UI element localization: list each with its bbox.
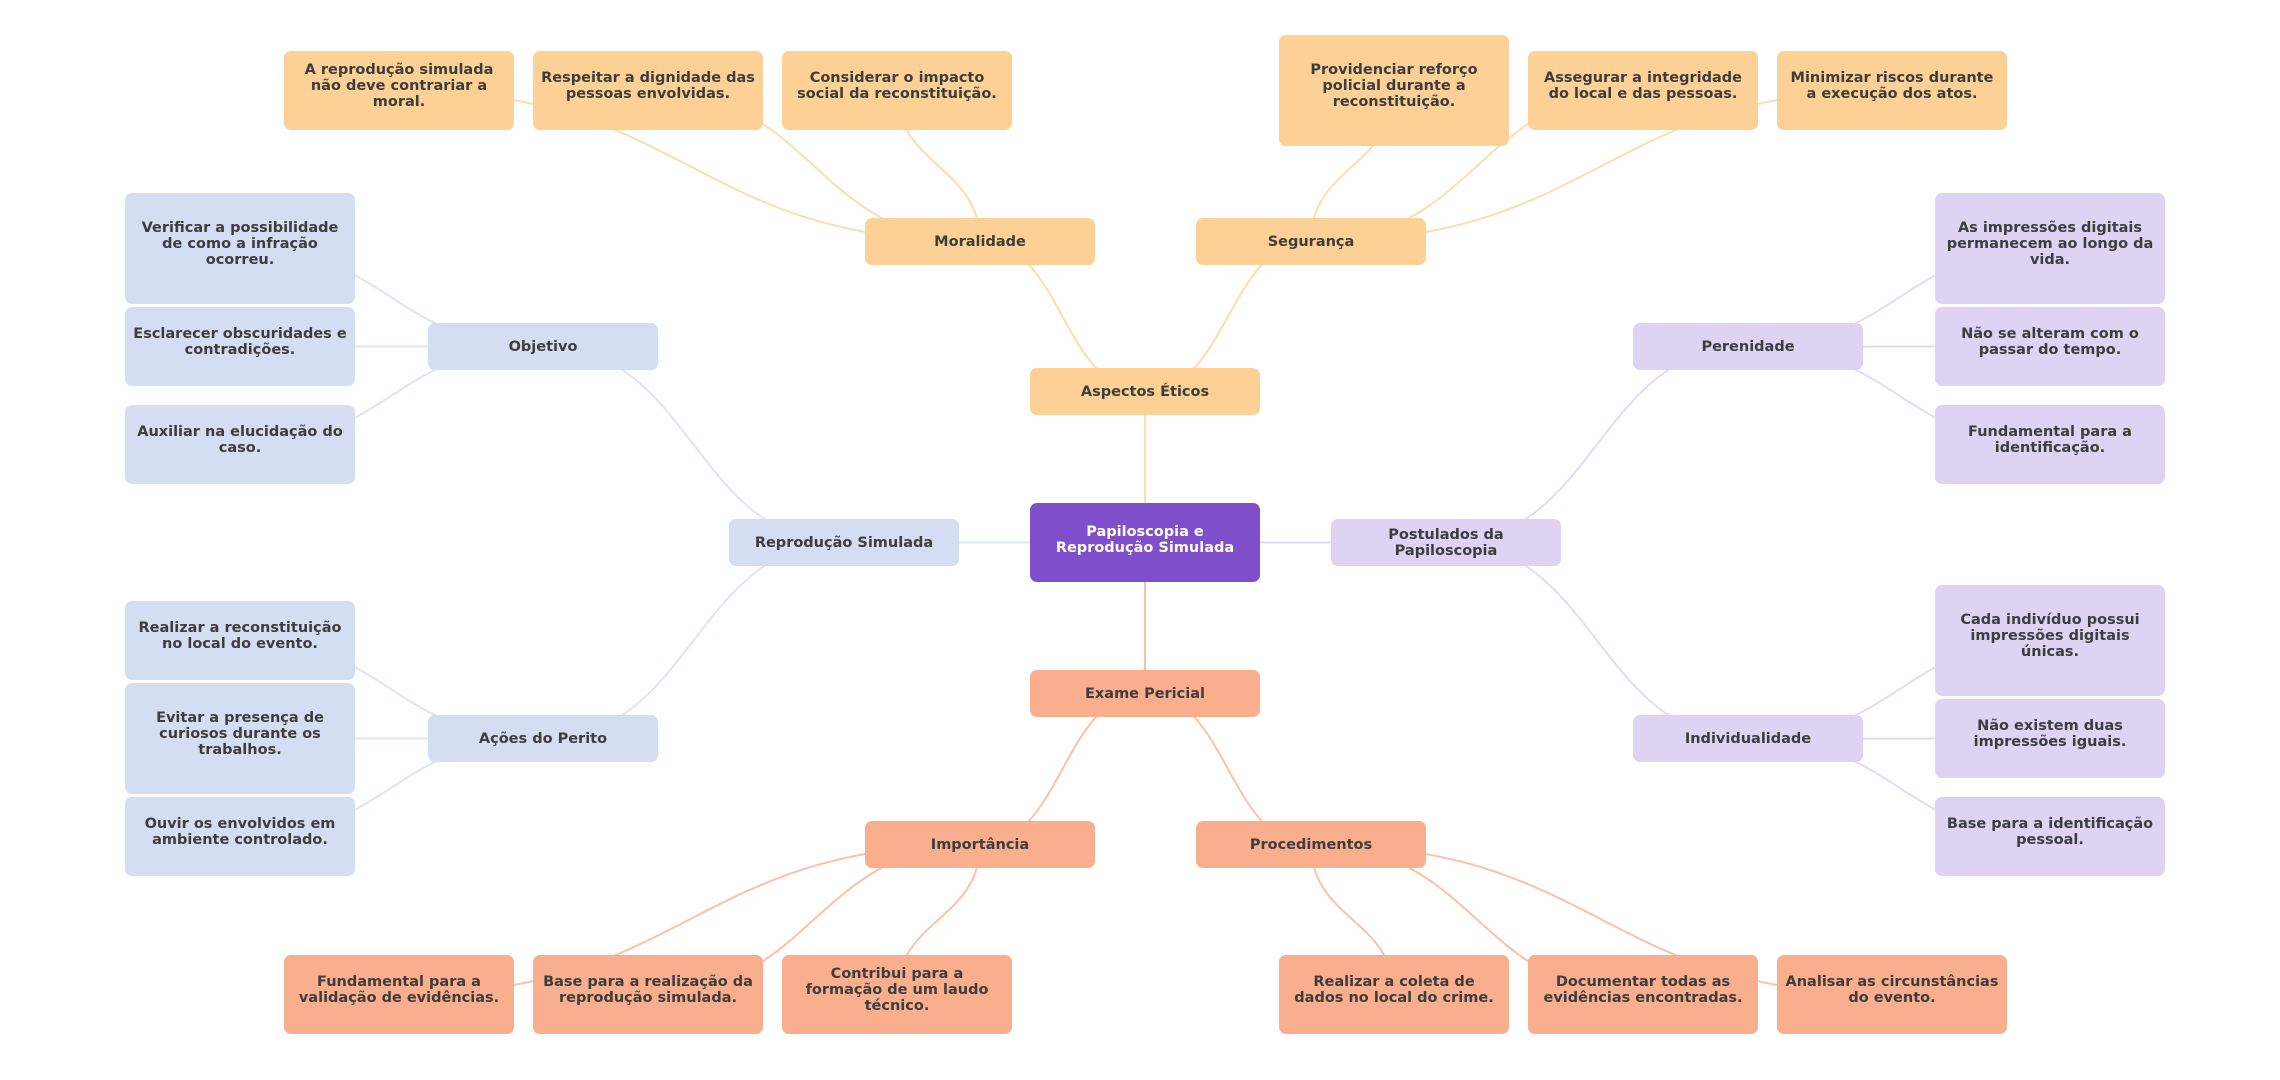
leaf-label: Fundamental para a validação de evidênci… — [298, 973, 500, 1006]
branch-label: Exame Pericial — [1085, 685, 1205, 702]
leaf-node[interactable]: Esclarecer obscuridades e contradições. — [125, 307, 355, 386]
leaf-node[interactable]: As impressões digitais permanecem ao lon… — [1935, 193, 2165, 304]
leaf-node[interactable]: Ouvir os envolvidos em ambiente controla… — [125, 797, 355, 876]
branch-node-exame-pericial[interactable]: Exame Pericial — [1030, 670, 1260, 717]
subtopic-node-importancia[interactable]: Importância — [865, 821, 1095, 868]
leaf-node[interactable]: Fundamental para a validação de evidênci… — [284, 955, 514, 1034]
connector-reproducao-acoes — [542, 541, 845, 740]
leaf-node[interactable]: Auxiliar na elucidação do caso. — [125, 405, 355, 484]
leaf-node[interactable]: Não existem duas impressões iguais. — [1935, 699, 2165, 778]
subtopic-label: Individualidade — [1684, 730, 1812, 747]
leaf-node[interactable]: Verificar a possibilidade de como a infr… — [125, 193, 355, 304]
leaf-node[interactable]: Base para a identificação pessoal. — [1935, 797, 2165, 876]
leaf-node[interactable]: Realizar a reconstituição no local do ev… — [125, 601, 355, 680]
leaf-node[interactable]: Providenciar reforço policial durante a … — [1279, 35, 1509, 146]
subtopic-label: Importância — [930, 836, 1030, 853]
subtopic-node-seguranca[interactable]: Segurança — [1196, 218, 1426, 265]
leaf-label: Documentar todas as evidências encontrad… — [1543, 973, 1743, 1006]
leaf-node[interactable]: Cada indivíduo possui impressões digitai… — [1935, 585, 2165, 696]
subtopic-node-individualidade[interactable]: Individualidade — [1633, 715, 1863, 762]
branch-label: Postulados da Papiloscopia — [1388, 526, 1504, 559]
leaf-label: Assegurar a integridade do local e das p… — [1544, 69, 1742, 102]
leaf-label: Minimizar riscos durante a execução dos … — [1790, 69, 1994, 102]
leaf-label: Auxiliar na elucidação do caso. — [137, 423, 343, 456]
leaf-node[interactable]: Considerar o impacto social da reconstit… — [782, 51, 1012, 130]
leaf-label: Base para a identificação pessoal. — [1946, 815, 2154, 848]
subtopic-label: Procedimentos — [1249, 836, 1373, 853]
leaf-node[interactable]: Contribui para a formação de um laudo té… — [782, 955, 1012, 1034]
connector-postulados-individualidade — [1445, 541, 1749, 740]
leaf-label: A reprodução simulada não deve contraria… — [304, 61, 494, 110]
leaf-node[interactable]: A reprodução simulada não deve contraria… — [284, 51, 514, 130]
branch-label: Reprodução Simulada — [754, 534, 934, 551]
leaf-label: Realizar a coleta de dados no local do c… — [1294, 973, 1494, 1006]
connector-postulados-perenidade — [1445, 345, 1749, 544]
leaf-label: Não existem duas impressões iguais. — [1973, 717, 2127, 750]
branch-node-reproducao-simulada[interactable]: Reprodução Simulada — [729, 519, 959, 566]
subtopic-node-objetivo[interactable]: Objetivo — [428, 323, 658, 370]
subtopic-label: Ações do Perito — [478, 730, 608, 747]
branch-node-postulados[interactable]: Postulados da Papiloscopia — [1331, 519, 1561, 566]
leaf-label: Contribui para a formação de um laudo té… — [805, 965, 989, 1014]
subtopic-label: Perenidade — [1701, 338, 1795, 355]
leaf-label: Verificar a possibilidade de como a infr… — [141, 219, 339, 268]
root-node[interactable]: Papiloscopia e Reprodução Simulada — [1030, 503, 1260, 582]
root-label: Papiloscopia e Reprodução Simulada — [1055, 523, 1235, 556]
connector-reproducao-objetivo — [542, 345, 845, 544]
leaf-node[interactable]: Documentar todas as evidências encontrad… — [1528, 955, 1758, 1034]
leaf-label: Evitar a presença de curiosos durante os… — [156, 709, 324, 758]
leaf-label: Fundamental para a identificação. — [1968, 423, 2132, 456]
subtopic-node-procedimentos[interactable]: Procedimentos — [1196, 821, 1426, 868]
leaf-label: Esclarecer obscuridades e contradições. — [133, 325, 347, 358]
leaf-node[interactable]: Minimizar riscos durante a execução dos … — [1777, 51, 2007, 130]
leaf-node[interactable]: Realizar a coleta de dados no local do c… — [1279, 955, 1509, 1034]
leaf-label: Analisar as circunstâncias do evento. — [1785, 973, 1999, 1006]
leaf-label: Providenciar reforço policial durante a … — [1310, 61, 1478, 110]
branch-label: Aspectos Éticos — [1080, 383, 1210, 400]
leaf-label: Respeitar a dignidade das pessoas envolv… — [541, 69, 755, 102]
leaf-node[interactable]: Respeitar a dignidade das pessoas envolv… — [533, 51, 763, 130]
leaf-label: Cada indivíduo possui impressões digitai… — [1960, 611, 2140, 660]
subtopic-label: Segurança — [1267, 233, 1355, 250]
leaf-label: Não se alteram com o passar do tempo. — [1961, 325, 2139, 358]
subtopic-node-acoes-do-perito[interactable]: Ações do Perito — [428, 715, 658, 762]
leaf-label: Base para a realização da reprodução sim… — [543, 973, 753, 1006]
leaf-node[interactable]: Base para a realização da reprodução sim… — [533, 955, 763, 1034]
leaf-label: Ouvir os envolvidos em ambiente controla… — [144, 815, 336, 848]
leaf-node[interactable]: Não se alteram com o passar do tempo. — [1935, 307, 2165, 386]
subtopic-label: Objetivo — [508, 338, 578, 355]
subtopic-node-perenidade[interactable]: Perenidade — [1633, 323, 1863, 370]
subtopic-node-moralidade[interactable]: Moralidade — [865, 218, 1095, 265]
subtopic-label: Moralidade — [934, 233, 1026, 250]
leaf-node[interactable]: Fundamental para a identificação. — [1935, 405, 2165, 484]
branch-node-aspectos-eticos[interactable]: Aspectos Éticos — [1030, 368, 1260, 415]
leaf-label: As impressões digitais permanecem ao lon… — [1946, 219, 2154, 268]
leaf-label: Realizar a reconstituição no local do ev… — [138, 619, 342, 652]
leaf-node[interactable]: Assegurar a integridade do local e das p… — [1528, 51, 1758, 130]
leaf-node[interactable]: Analisar as circunstâncias do evento. — [1777, 955, 2007, 1034]
leaf-node[interactable]: Evitar a presença de curiosos durante os… — [125, 683, 355, 794]
leaf-label: Considerar o impacto social da reconstit… — [797, 69, 997, 102]
